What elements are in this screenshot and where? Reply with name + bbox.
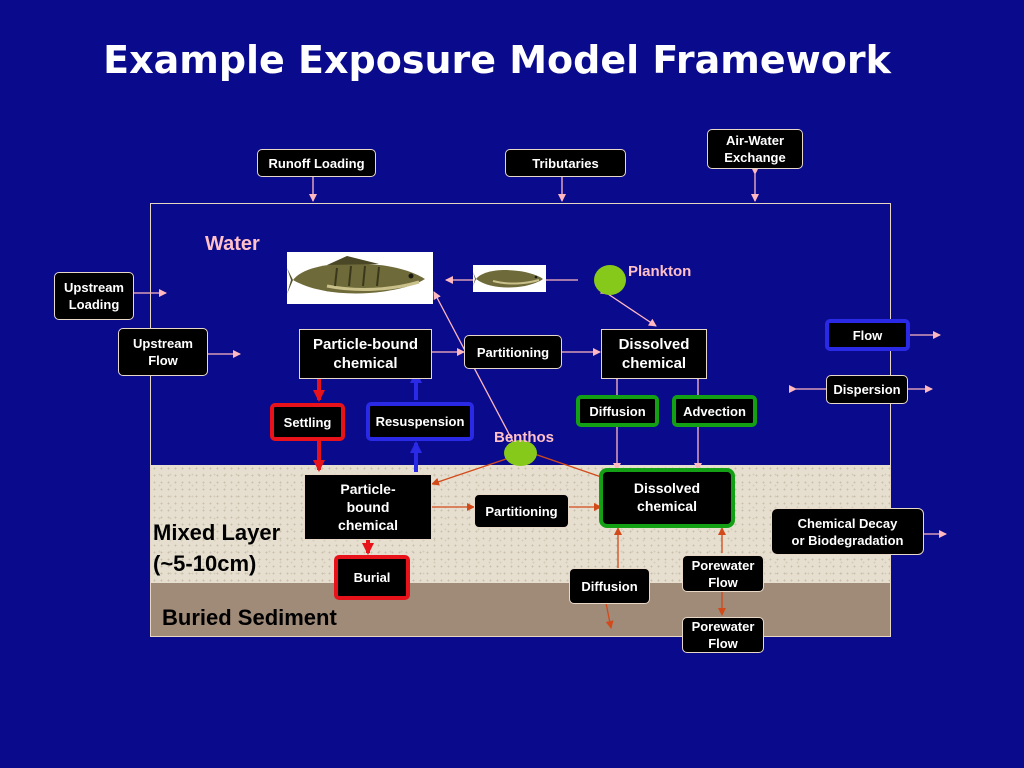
resuspension-box: Resuspension [366,402,474,441]
tributaries-box: Tributaries [505,149,626,177]
upstream-flow-label-line1: Upstream [133,336,193,351]
particle-bound-water-line1: Particle-bound [312,336,418,353]
partitioning-water-label: Partitioning [476,344,550,360]
dispersion-box: Dispersion [826,375,908,404]
small-fish-image [473,265,546,292]
advection-label: Advection [683,403,746,419]
mixed-layer-label: Mixed Layer (~5-10cm) [153,517,280,579]
upstream-loading-box: Upstream Loading [54,272,134,320]
mixed-layer-label-line2: (~5-10cm) [153,551,257,576]
dissolved-sed-line2: chemical [637,498,697,514]
porewater-flow-lower-line1: Porewater [691,619,755,634]
flow-label: Flow [852,327,883,343]
particle-bound-sed-line1: Particle- [340,481,396,497]
dissolved-chemical-water-box: Dissolved chemical [601,329,707,379]
benthos-label: Benthos [494,429,554,446]
advection-box: Advection [672,395,757,427]
settling-box: Settling [270,403,345,441]
small-fish-icon [473,270,543,288]
porewater-flow-upper-box: Porewater Flow [682,555,764,592]
mixed-layer-label-line1: Mixed Layer [153,520,281,545]
particle-bound-sed-line2: bound [346,499,390,515]
water-compartment [150,203,891,637]
flow-box: Flow [825,319,910,351]
porewater-flow-lower-box: Porewater Flow [682,617,764,653]
buried-sediment-compartment [151,583,890,636]
decay-label-line2: or Biodegradation [791,532,904,548]
plankton-circle [594,265,626,295]
partitioning-water-box: Partitioning [464,335,562,369]
runoff-loading-box: Runoff Loading [257,149,376,177]
upstream-loading-label-line2: Loading [68,297,120,312]
particle-bound-water-line2: chemical [333,355,398,372]
diffusion-lower-label: Diffusion [581,578,638,594]
large-fish-icon [287,256,425,294]
large-fish-image [287,252,433,304]
runoff-loading-label: Runoff Loading [268,155,365,171]
settling-label: Settling [283,414,332,430]
porewater-flow-upper-line1: Porewater [691,557,755,573]
burial-label: Burial [353,570,391,585]
particle-bound-sed-line3: chemical [338,517,398,533]
resuspension-label: Resuspension [375,414,465,429]
air-water-label-line2: Exchange [724,150,786,165]
chemical-decay-box: Chemical Decay or Biodegradation [771,508,924,555]
burial-box: Burial [334,555,410,600]
benthos-circle [504,440,537,466]
tributaries-label: Tributaries [532,155,599,171]
air-water-exchange-box: Air-Water Exchange [707,129,803,169]
buried-sediment-label: Buried Sediment [162,605,337,630]
decay-label-line1: Chemical Decay [797,515,898,531]
porewater-flow-lower-line2: Flow [708,636,738,651]
diffusion-lower-box: Diffusion [569,568,650,604]
diffusion-upper-label: Diffusion [589,403,646,419]
upstream-flow-box: Upstream Flow [118,328,208,376]
dispersion-label: Dispersion [833,382,901,397]
upstream-flow-label-line2: Flow [148,353,178,368]
dissolved-water-line1: Dissolved [618,336,690,353]
porewater-flow-upper-line2: Flow [708,574,738,590]
particle-bound-chemical-water-box: Particle-bound chemical [299,329,432,379]
air-water-label-line1: Air-Water [725,133,785,148]
page-title: Example Exposure Model Framework [103,38,891,82]
upstream-loading-label-line1: Upstream [64,280,124,295]
plankton-label: Plankton [628,263,692,280]
partitioning-sediment-box: Partitioning [474,494,569,528]
dissolved-chemical-sediment-box: Dissolved chemical [599,468,735,528]
dissolved-water-line2: chemical [621,355,687,372]
water-label: Water [205,233,260,255]
diffusion-upper-box: Diffusion [576,395,659,427]
dissolved-sed-line1: Dissolved [633,480,701,496]
partitioning-sediment-label: Partitioning [485,503,558,519]
particle-bound-chemical-sediment-box: Particle- bound chemical [304,474,432,540]
